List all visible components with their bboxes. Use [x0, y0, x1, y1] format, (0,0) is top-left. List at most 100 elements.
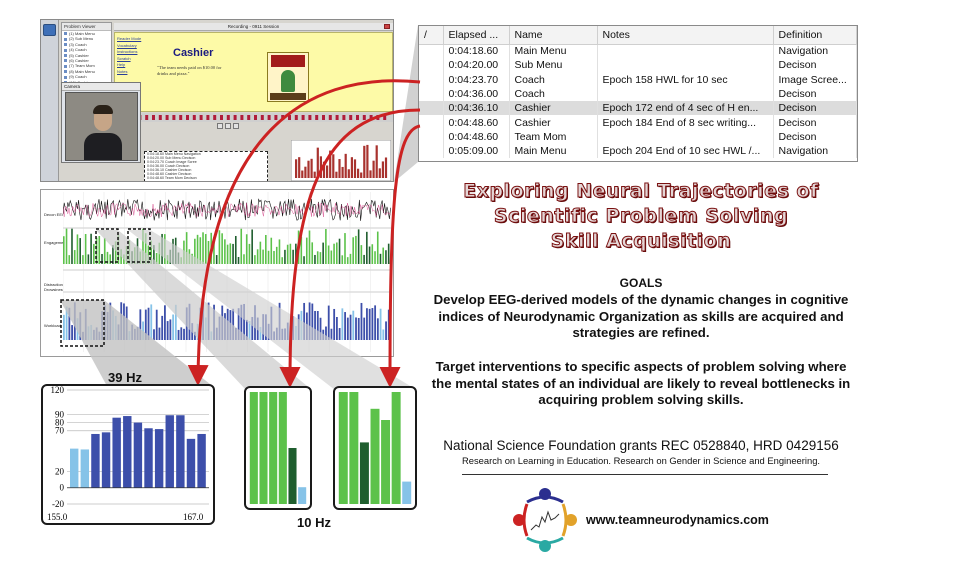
timeline-marker[interactable] [267, 115, 271, 120]
timeline-marker[interactable] [376, 115, 380, 120]
tree-item[interactable]: (9) Coach [62, 74, 111, 79]
engagement-bar [114, 241, 117, 264]
tree-item[interactable]: (6) Cashier [62, 58, 111, 63]
tree-item[interactable]: (1) Main Menu [62, 31, 111, 36]
col-definition-header[interactable]: Definition [773, 26, 857, 45]
timeline-marker[interactable] [301, 115, 305, 120]
task-nav-link[interactable]: Instructions [117, 49, 138, 54]
playback-timeline[interactable] [114, 113, 393, 122]
workload-bar [204, 317, 207, 340]
minichart-bar [381, 161, 384, 178]
timeline-marker[interactable] [158, 115, 162, 120]
timeline-marker[interactable] [233, 115, 237, 120]
close-icon[interactable] [384, 24, 390, 29]
tree-item[interactable]: (5) Cashier [62, 53, 111, 58]
workload-bar [322, 329, 325, 340]
timeline-marker[interactable] [335, 115, 339, 120]
workload-bar [191, 323, 194, 340]
engagement-bar [270, 237, 273, 264]
timeline-marker[interactable] [213, 115, 217, 120]
tree-item[interactable]: (7) Team Mom [62, 63, 111, 68]
bar-39hz [123, 416, 132, 488]
workload-bar [73, 302, 76, 340]
col-elapsed-header[interactable]: Elapsed ... [443, 26, 510, 45]
workload-bar [180, 327, 183, 340]
timeline-marker[interactable] [281, 115, 285, 120]
engagement-bar [371, 244, 374, 264]
task-nav-link[interactable]: Scratch [117, 55, 131, 61]
y-tick-label: 0 [60, 483, 65, 493]
col-notes-header[interactable]: Notes [597, 26, 774, 45]
workload-bar [281, 328, 284, 340]
eeg-plot-window: Decon EEG Engagement Distraction/ Drowsi… [40, 189, 394, 357]
zoom-out-icon[interactable] [225, 123, 231, 129]
timeline-marker[interactable] [247, 115, 251, 120]
tree-item[interactable]: (8) Main Menu [62, 69, 111, 74]
workload-bar [215, 327, 218, 340]
timeline-marker[interactable] [383, 115, 387, 120]
search-icon[interactable] [233, 123, 239, 129]
name-cell: Cashier [509, 101, 598, 116]
timeline-marker[interactable] [349, 115, 353, 120]
tree-item[interactable]: (3) Coach [62, 42, 111, 47]
timeline-marker[interactable] [179, 115, 183, 120]
minichart-bar [369, 170, 372, 178]
task-page-title: Cashier [173, 47, 214, 59]
engagement-bar [360, 245, 363, 264]
timeline-marker[interactable] [186, 115, 189, 120]
task-nav-link[interactable]: Vocabulary [117, 42, 137, 48]
timeline-marker[interactable] [342, 115, 346, 120]
task-nav-link[interactable]: Help [117, 62, 126, 67]
workload-bar [169, 319, 172, 340]
timeline-marker[interactable] [220, 115, 223, 120]
timeline-marker[interactable] [199, 115, 203, 120]
timeline-marker[interactable] [240, 115, 244, 120]
task-nav-link[interactable]: Reader Mode [117, 36, 142, 41]
col-name-header[interactable]: Name [509, 26, 598, 45]
workload-bar [63, 314, 65, 340]
col-sort-header[interactable]: / [419, 26, 444, 45]
tree-item[interactable]: (4) Coach [62, 47, 111, 52]
engagement-bar [213, 236, 215, 264]
timeline-marker[interactable] [308, 115, 312, 120]
tree-item[interactable]: (2) Sub Menu [62, 36, 111, 41]
timeline-marker[interactable] [192, 115, 196, 120]
timeline-marker[interactable] [172, 115, 176, 120]
timeline-marker[interactable] [362, 115, 366, 120]
timeline-marker[interactable] [206, 115, 210, 120]
timeline-marker[interactable] [315, 115, 319, 120]
website-link[interactable]: www.teamneurodynamics.com [586, 513, 769, 527]
timeline-marker[interactable] [226, 115, 230, 120]
workload-bar [84, 308, 87, 340]
workload-bar [360, 302, 363, 340]
app-home-icon[interactable] [43, 24, 56, 36]
timeline-marker[interactable] [254, 115, 257, 120]
task-nav-link[interactable]: Notes [117, 68, 128, 74]
name-cell: Sub Menu [509, 58, 598, 73]
timeline-marker[interactable] [145, 115, 149, 120]
engagement-bar [199, 237, 202, 264]
workload-bar [316, 311, 319, 340]
workload-bar [240, 304, 243, 340]
workload-bar [273, 331, 276, 340]
timeline-marker[interactable] [369, 115, 373, 120]
timeline-marker[interactable] [165, 115, 169, 120]
timeline-marker[interactable] [328, 115, 332, 120]
timeline-marker[interactable] [152, 115, 155, 120]
timeline-marker[interactable] [294, 115, 298, 120]
zoom-in-icon[interactable] [217, 123, 223, 129]
timeline-marker[interactable] [322, 115, 325, 120]
timeline-marker[interactable] [260, 115, 264, 120]
timeline-marker[interactable] [356, 115, 359, 120]
timeline-marker[interactable] [274, 115, 278, 120]
definition-cell: Decison [773, 115, 857, 130]
timeline-marker[interactable] [288, 115, 291, 120]
